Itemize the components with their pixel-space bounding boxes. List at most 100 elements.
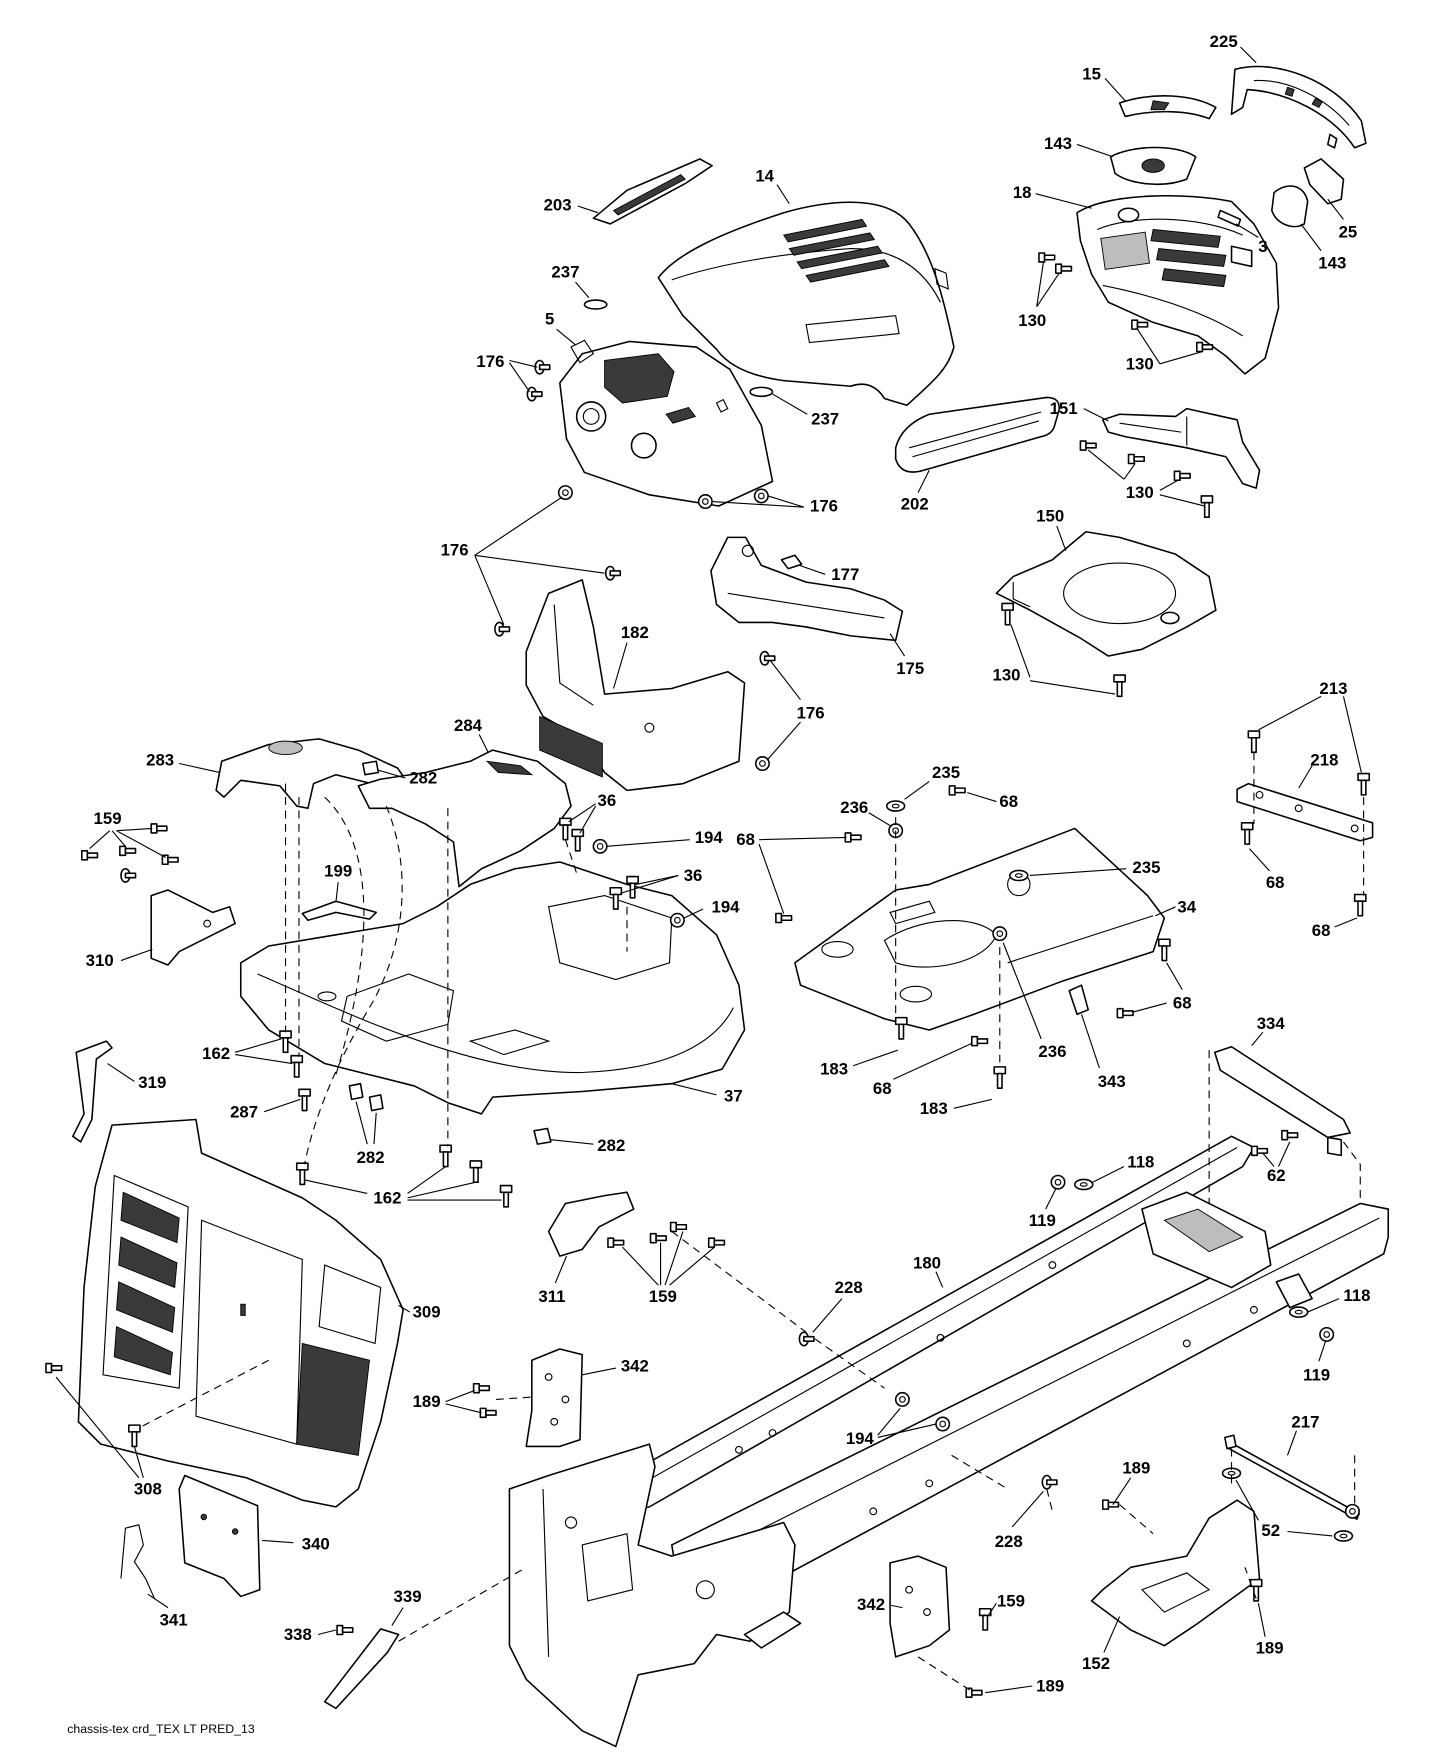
callout: 143 bbox=[1318, 254, 1346, 273]
part-310-bracket bbox=[150, 889, 236, 966]
part-343-tab bbox=[1068, 984, 1090, 1016]
pin bbox=[798, 1331, 815, 1347]
callout: 119 bbox=[1303, 1365, 1330, 1384]
leader-line bbox=[1334, 917, 1358, 928]
leader-line bbox=[1235, 1479, 1333, 1537]
leader-line bbox=[877, 1407, 937, 1439]
callout: 119 bbox=[1029, 1211, 1056, 1230]
callout: 68 bbox=[736, 830, 755, 849]
part-334-bracket bbox=[1213, 1045, 1351, 1157]
callout: 152 bbox=[1082, 1654, 1110, 1673]
bolt bbox=[80, 850, 99, 861]
leader-line bbox=[683, 908, 704, 919]
screw bbox=[1054, 263, 1073, 274]
part-34-mounting-plate bbox=[794, 827, 1166, 1031]
callout: 189 bbox=[1122, 1458, 1150, 1477]
callout: 151 bbox=[1050, 399, 1078, 418]
callout: 338 bbox=[284, 1625, 312, 1644]
leader-line bbox=[89, 827, 167, 859]
callout: 282 bbox=[597, 1136, 625, 1155]
leader-line bbox=[1235, 223, 1259, 238]
screw bbox=[1038, 252, 1056, 263]
callout: 159 bbox=[997, 1592, 1025, 1611]
part-175-bracket bbox=[710, 536, 904, 642]
part-342-bracket-lower bbox=[889, 1555, 951, 1658]
callout: 182 bbox=[621, 623, 649, 642]
push-rivet bbox=[754, 756, 770, 772]
callout: 3 bbox=[1258, 237, 1267, 256]
clip bbox=[120, 867, 137, 883]
callout: 199 bbox=[324, 862, 352, 881]
part-319-clip bbox=[72, 1040, 113, 1143]
callout: 176 bbox=[810, 497, 838, 516]
alignment-line bbox=[564, 839, 578, 874]
callout: 342 bbox=[857, 1595, 885, 1614]
bolt bbox=[1250, 1145, 1269, 1157]
bolt bbox=[295, 1162, 309, 1186]
callout: 341 bbox=[160, 1611, 188, 1630]
callout: 118 bbox=[1127, 1153, 1154, 1172]
leader-line bbox=[1307, 1298, 1340, 1313]
callout: 180 bbox=[913, 1253, 941, 1272]
callout: 287 bbox=[230, 1102, 258, 1121]
callout: 194 bbox=[695, 828, 724, 847]
leader-line bbox=[1132, 962, 1183, 1013]
alignment-line bbox=[1343, 1141, 1361, 1204]
callout: 339 bbox=[394, 1587, 422, 1606]
part-151-bracket bbox=[1101, 407, 1261, 489]
leader-line bbox=[304, 1166, 502, 1201]
alignment-line bbox=[1119, 1504, 1154, 1535]
bolt bbox=[894, 1016, 908, 1040]
nut bbox=[992, 926, 1008, 942]
callout: 189 bbox=[413, 1392, 441, 1411]
part-282-clip-lower bbox=[533, 1127, 552, 1145]
callout: 25 bbox=[1339, 222, 1358, 241]
washer bbox=[1074, 1178, 1094, 1191]
callout: 150 bbox=[1036, 507, 1064, 526]
callout: 176 bbox=[476, 352, 504, 371]
part-37-body-pan bbox=[239, 861, 746, 1115]
leader-line bbox=[556, 328, 576, 346]
alignment-line bbox=[1244, 1567, 1257, 1599]
push-rivet bbox=[604, 565, 622, 581]
callout: 162 bbox=[202, 1044, 230, 1063]
leader-line bbox=[935, 1271, 944, 1288]
leader-line bbox=[1036, 261, 1060, 308]
bolt bbox=[472, 1382, 491, 1394]
screw bbox=[1131, 319, 1149, 330]
callout: 68 bbox=[1173, 994, 1192, 1013]
leader-line bbox=[575, 281, 590, 299]
bolt bbox=[669, 1221, 688, 1233]
screw bbox=[336, 1624, 354, 1636]
callout: 68 bbox=[1312, 921, 1331, 940]
leader-line bbox=[967, 792, 997, 803]
screw bbox=[1200, 495, 1214, 519]
leader-line bbox=[355, 1101, 377, 1145]
leader-line bbox=[1029, 868, 1127, 877]
leader-line bbox=[1251, 1031, 1264, 1046]
callout: 228 bbox=[995, 1532, 1023, 1551]
leader-line bbox=[1002, 942, 1042, 1040]
callout: 189 bbox=[1256, 1639, 1284, 1658]
bolt bbox=[948, 785, 966, 796]
leader-line bbox=[317, 1629, 337, 1636]
callout: 236 bbox=[840, 798, 868, 817]
leader-line bbox=[1087, 449, 1205, 507]
bolt bbox=[1247, 730, 1261, 754]
leader-line bbox=[671, 1083, 717, 1096]
alignment-line bbox=[917, 1656, 975, 1694]
callout: 283 bbox=[146, 751, 174, 770]
leader-line bbox=[953, 1098, 993, 1109]
part-237-plug-upper bbox=[583, 299, 608, 310]
leader-line bbox=[772, 393, 808, 415]
part-177-clip bbox=[780, 554, 803, 570]
callout: 235 bbox=[932, 763, 960, 782]
callout: 319 bbox=[138, 1073, 166, 1092]
leader-line bbox=[987, 1602, 997, 1617]
callout: 282 bbox=[409, 769, 437, 788]
bolt bbox=[119, 845, 137, 857]
part-342-bracket-upper bbox=[525, 1348, 583, 1448]
part-237-plug-lower bbox=[749, 386, 774, 398]
part-341-spring bbox=[120, 1524, 156, 1599]
